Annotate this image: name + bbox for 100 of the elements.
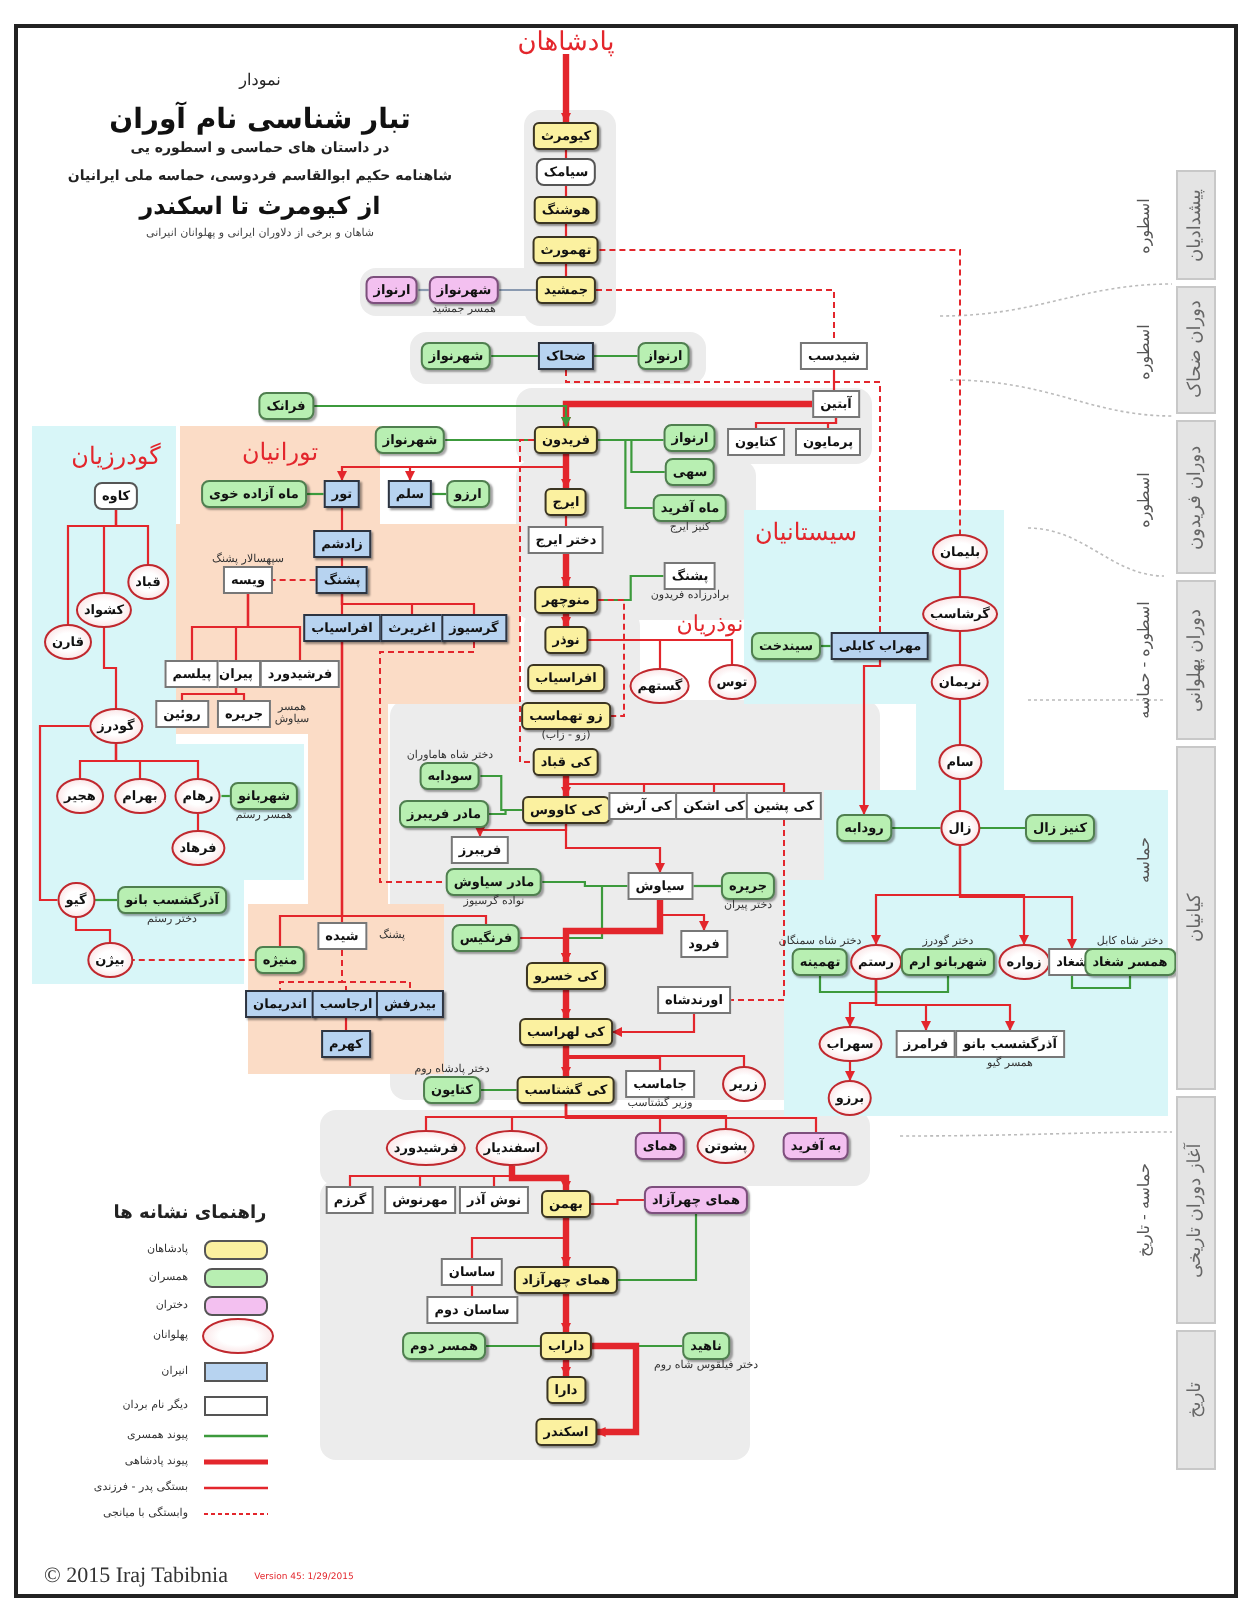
connector-line [979,826,1025,830]
connector-line [564,516,568,526]
group-heading: سیستانیان [754,518,858,546]
period-tab: دوران ضحاک [1176,286,1216,414]
connector-line [102,628,118,708]
connector-line [564,186,568,196]
connector-line [379,641,475,883]
connector-line [491,354,538,358]
connector-line [1070,976,1132,990]
arrow [475,824,568,837]
label-text: نمودار [239,71,281,89]
connector-line [958,780,962,810]
arrow [874,980,1015,1031]
connector-line [891,826,941,830]
connector-line [594,354,638,358]
connector-line [234,688,246,700]
connector-line [958,632,962,664]
label-text: © 2015 Iraj Tabibnia [44,1564,228,1588]
connector-line [480,1088,517,1092]
connector-line [114,744,200,778]
connector-line [340,642,488,924]
connector-line [470,1286,474,1296]
arrow [561,1294,571,1333]
connector-line [485,1344,540,1348]
connector-line [598,249,961,535]
connector-line [344,1018,348,1030]
arrow [561,990,571,1019]
connector-line [306,492,324,496]
arrow [561,54,571,123]
period-tab: پیشدادیان [1176,170,1216,280]
connector-line [564,224,568,236]
connector-line [618,1214,698,1282]
arrow [313,404,571,427]
connector-line [564,1104,818,1132]
connector-line [131,959,256,961]
connector-line [519,439,535,763]
section-heading: پادشاهان [517,34,615,54]
arrow [561,900,664,963]
group-heading: گودرزیان [71,442,161,470]
arrow [561,1046,571,1077]
connector-line [692,884,721,888]
period-tab: تاریخ [1176,1330,1216,1470]
connector-line [499,288,536,292]
arrow [845,1062,855,1081]
connector-line [596,599,625,717]
arrow [561,554,571,587]
connector-line [874,976,950,994]
connector-line [190,594,250,660]
arrow [612,1014,696,1037]
label-text: راهنمای نشانه ها [113,1204,267,1224]
connector-line [180,688,238,700]
label-text: اسطوره [1135,472,1153,528]
arrow [561,1360,571,1377]
label-text: اسطوره [1135,324,1153,380]
connector-line [564,1046,662,1070]
label-text: نوذریان [676,611,744,637]
connector-line [340,594,476,614]
arrow [592,1342,640,1437]
connector-line [729,819,785,1001]
arrow [561,454,571,489]
label-text: اسطوره [1135,198,1153,254]
connector-line [38,724,90,902]
connector-line [818,976,878,994]
arrow [564,824,665,873]
connector-line [272,579,317,581]
label-text: اسطوره - حماسه [1135,601,1153,719]
connector-line [564,150,568,158]
connector-line [564,264,568,276]
arrow [958,846,1077,949]
period-tab: دوران فریدون [1176,420,1216,574]
connector-line [445,438,534,442]
label-text: حماسه - تاریخ [1135,1163,1153,1257]
connector-line [826,418,838,428]
connector-line [74,918,112,942]
period-tab: کیانیان [1176,746,1216,1090]
connector-line [340,508,344,530]
arrow [561,400,813,427]
connector-line [565,369,881,633]
period-tab: دوران پهلوانی [1176,580,1216,740]
arrow [561,614,571,627]
arrow [859,660,882,815]
diagram-title: تبار شناسی نام آوران [109,104,411,136]
label-text: حماسه [1135,837,1153,883]
connector-line [958,700,962,744]
label-text: از کیومرث تا اسکندر [139,192,381,220]
connector-line [340,558,344,566]
connector-line [196,814,200,830]
connector-line [432,492,447,496]
connector-line [94,898,118,902]
connector-line [221,794,230,798]
connector-line [66,510,118,624]
connector-line [564,776,786,792]
arrow [508,1166,571,1191]
connector-line [821,644,831,648]
connector-line [341,949,411,991]
group-heading: تورانیان [241,438,319,466]
arrow [561,1218,571,1267]
arrow [561,776,571,797]
connector-line [595,289,835,343]
connector-line [958,570,962,596]
